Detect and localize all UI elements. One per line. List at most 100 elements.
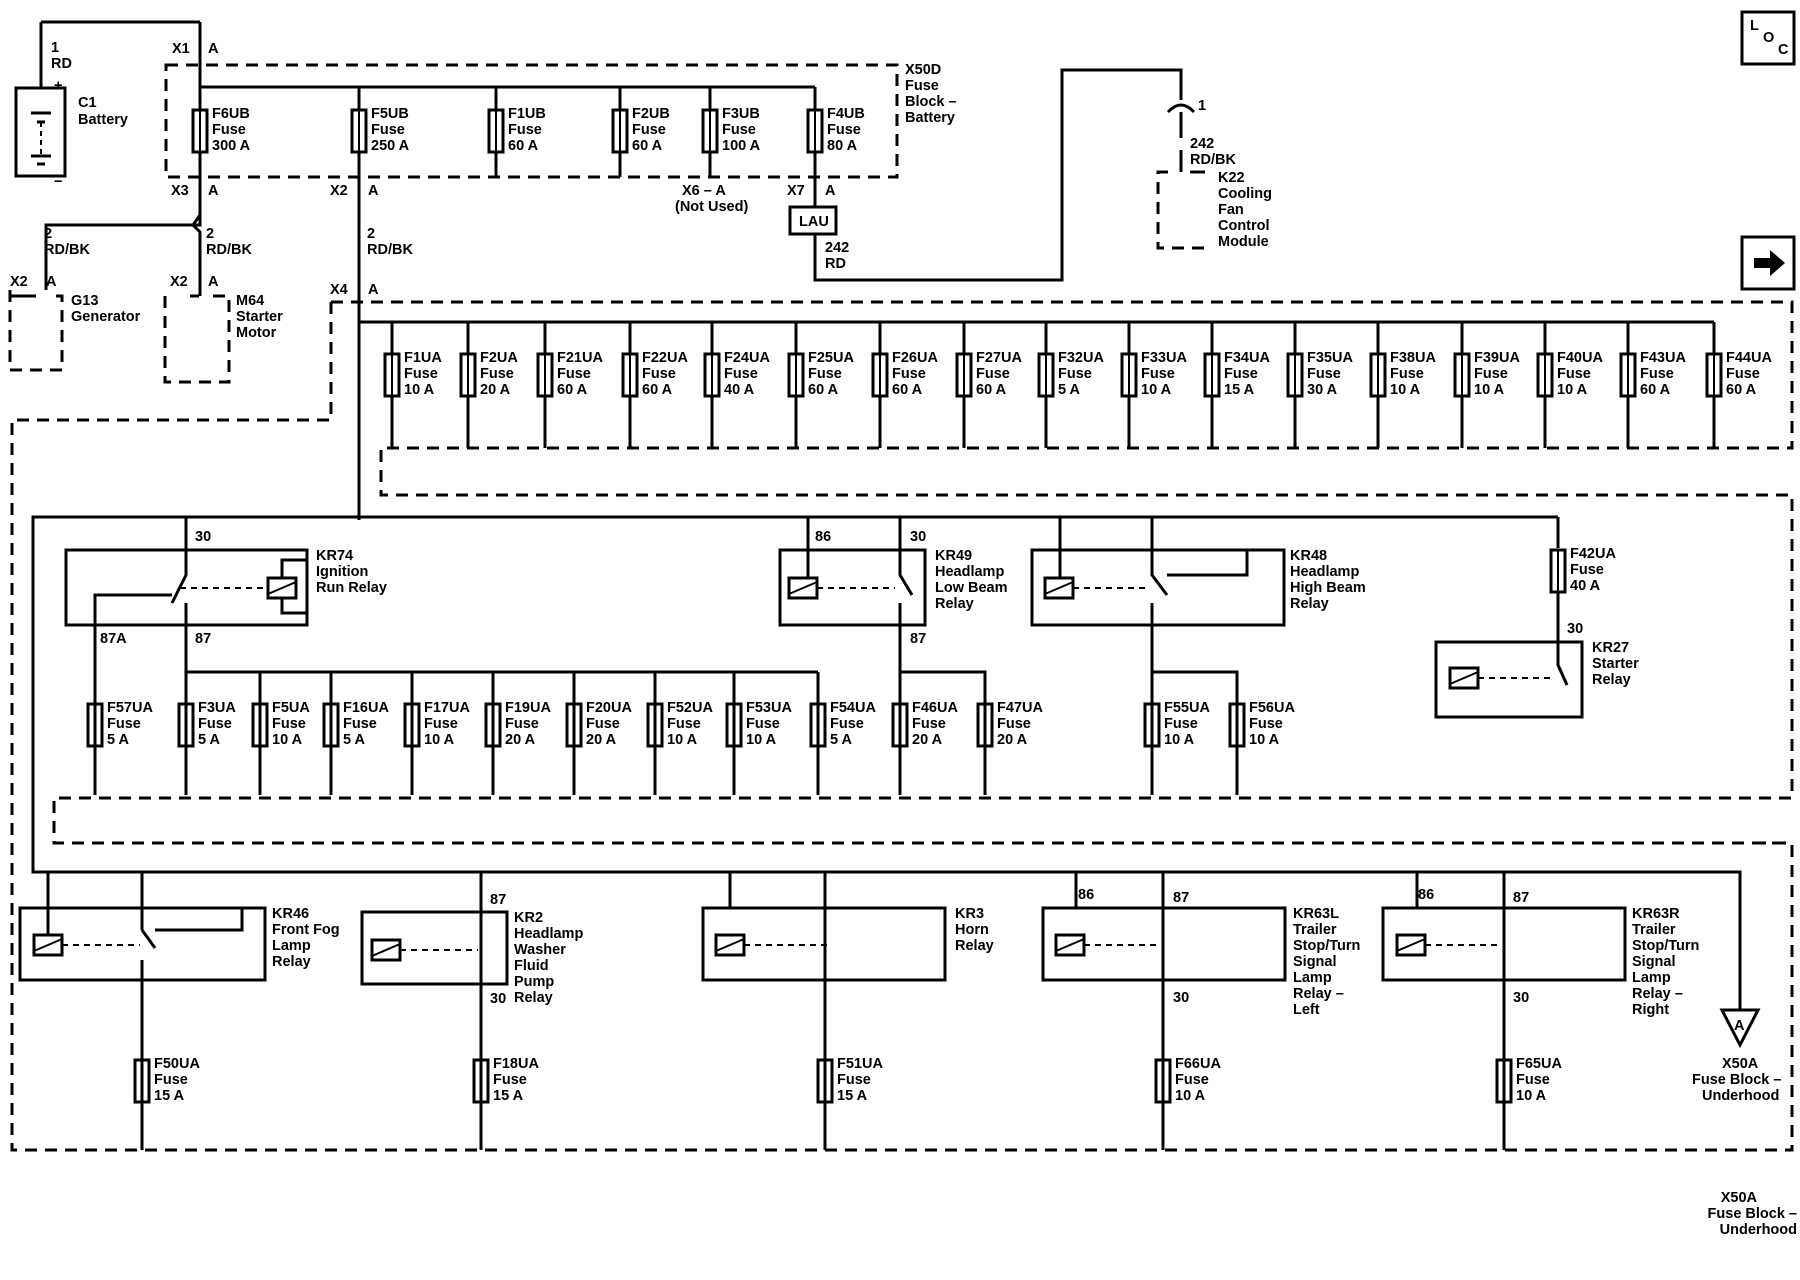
svg-text:2: 2 [206,226,214,242]
svg-text:30: 30 [195,529,211,545]
fuse-symbol [806,108,824,154]
fuse-rating: 15 A [1224,382,1255,398]
generator-labels: X2 A G13 Generator [10,274,141,325]
svg-text:+: + [54,78,62,94]
fuse-name: F3UB [722,106,760,122]
svg-text:Underhood: Underhood [1702,1088,1779,1104]
svg-text:KR46: KR46 [272,906,309,922]
fuse-type: Fuse [722,122,756,138]
fuse-name: F26UA [892,350,938,366]
fuse-symbol [1228,702,1246,748]
fuse-symbol [611,108,629,154]
fuse-type: Fuse [424,716,458,732]
svg-text:Motor: Motor [236,325,277,341]
fuse-rating: 15 A [154,1088,185,1104]
svg-text:A: A [208,274,219,290]
svg-text:Relay: Relay [514,990,553,1006]
fuse-rating: 60 A [632,138,663,154]
fuse-rating: 10 A [424,732,455,748]
svg-text:Relay: Relay [1592,672,1631,688]
svg-text:KR49: KR49 [935,548,972,564]
fuse-symbol [536,322,554,448]
fuse-symbol [1619,322,1637,448]
fuse-name: F27UA [976,350,1022,366]
fuse-symbol [350,108,368,154]
svg-text:2: 2 [367,226,375,242]
svg-text:86: 86 [1418,887,1434,903]
fuse-type: Fuse [1058,366,1092,382]
fuse-type: Fuse [343,716,377,732]
bottom-relay-labels: KR46 Front Fog Lamp Relay 87 30 KR2 Head… [272,887,1699,1018]
svg-text:X2: X2 [330,183,348,199]
fuse-type: Fuse [724,366,758,382]
fuse-rating: 10 A [746,732,777,748]
svg-text:X4: X4 [330,282,348,298]
svg-text:Fuse Block –: Fuse Block – [1692,1072,1781,1088]
svg-text:87: 87 [490,892,506,908]
svg-text:RD/BK: RD/BK [44,242,90,258]
fuse-symbol [459,322,477,448]
fuse-symbol [191,108,209,154]
svg-text:KR63R: KR63R [1632,906,1680,922]
svg-text:Lamp: Lamp [1632,970,1671,986]
svg-text:Trailer: Trailer [1632,922,1676,938]
relay-kr49-labels: 86 30 87 KR49 Headlamp Low Beam Relay [815,529,1008,647]
svg-text:KR63L: KR63L [1293,906,1339,922]
fuse-rating: 10 A [1141,382,1172,398]
fuse-name: F32UA [1058,350,1104,366]
svg-text:KR48: KR48 [1290,548,1327,564]
svg-text:RD/BK: RD/BK [367,242,413,258]
fuse-type: Fuse [1570,562,1604,578]
svg-text:X50D: X50D [905,62,941,78]
fuse-rating: 100 A [722,138,761,154]
fuse-symbol [1453,322,1471,448]
fuse-name: F38UA [1390,350,1436,366]
svg-text:Headlamp: Headlamp [1290,564,1359,580]
fuse-type: Fuse [642,366,676,382]
fuse-type: Fuse [1164,716,1198,732]
fuse-type: Fuse [1557,366,1591,382]
fuse-symbol [1369,322,1387,448]
fuse-type: Fuse [480,366,514,382]
loc-icon[interactable]: L O C [1740,10,1796,66]
svg-text:Trailer: Trailer [1293,922,1337,938]
wiring [8,20,1794,1152]
fuse-rating: 5 A [1058,382,1081,398]
svg-text:Pump: Pump [514,974,554,990]
fuse-symbol [1549,548,1567,594]
fuse-symbol [809,702,827,748]
fuse-type: Fuse [1390,366,1424,382]
fuse-rating: 60 A [1640,382,1671,398]
fuse-symbol [1154,1058,1172,1104]
offpage-connector[interactable]: A X50A Fuse Block – Underhood [1692,1018,1781,1104]
fuse-name: F46UA [912,700,958,716]
svg-text:Signal: Signal [1293,954,1337,970]
next-page-arrow-icon[interactable] [1740,235,1796,291]
fuse-type: Fuse [505,716,539,732]
fuse-name: F55UA [1164,700,1210,716]
fuse-type: Fuse [198,716,232,732]
svg-text:Headlamp: Headlamp [514,926,583,942]
fuse-symbol [701,108,719,154]
svg-text:KR27: KR27 [1592,640,1629,656]
fuse-symbol [1536,322,1554,448]
fuse-symbol [891,702,909,748]
svg-text:X50A: X50A [1721,1190,1758,1206]
fuse-name: F1UB [508,106,546,122]
svg-text:X6 – A: X6 – A [682,183,726,199]
svg-text:86: 86 [1078,887,1094,903]
svg-text:Lamp: Lamp [1293,970,1332,986]
svg-text:30: 30 [490,991,506,1007]
